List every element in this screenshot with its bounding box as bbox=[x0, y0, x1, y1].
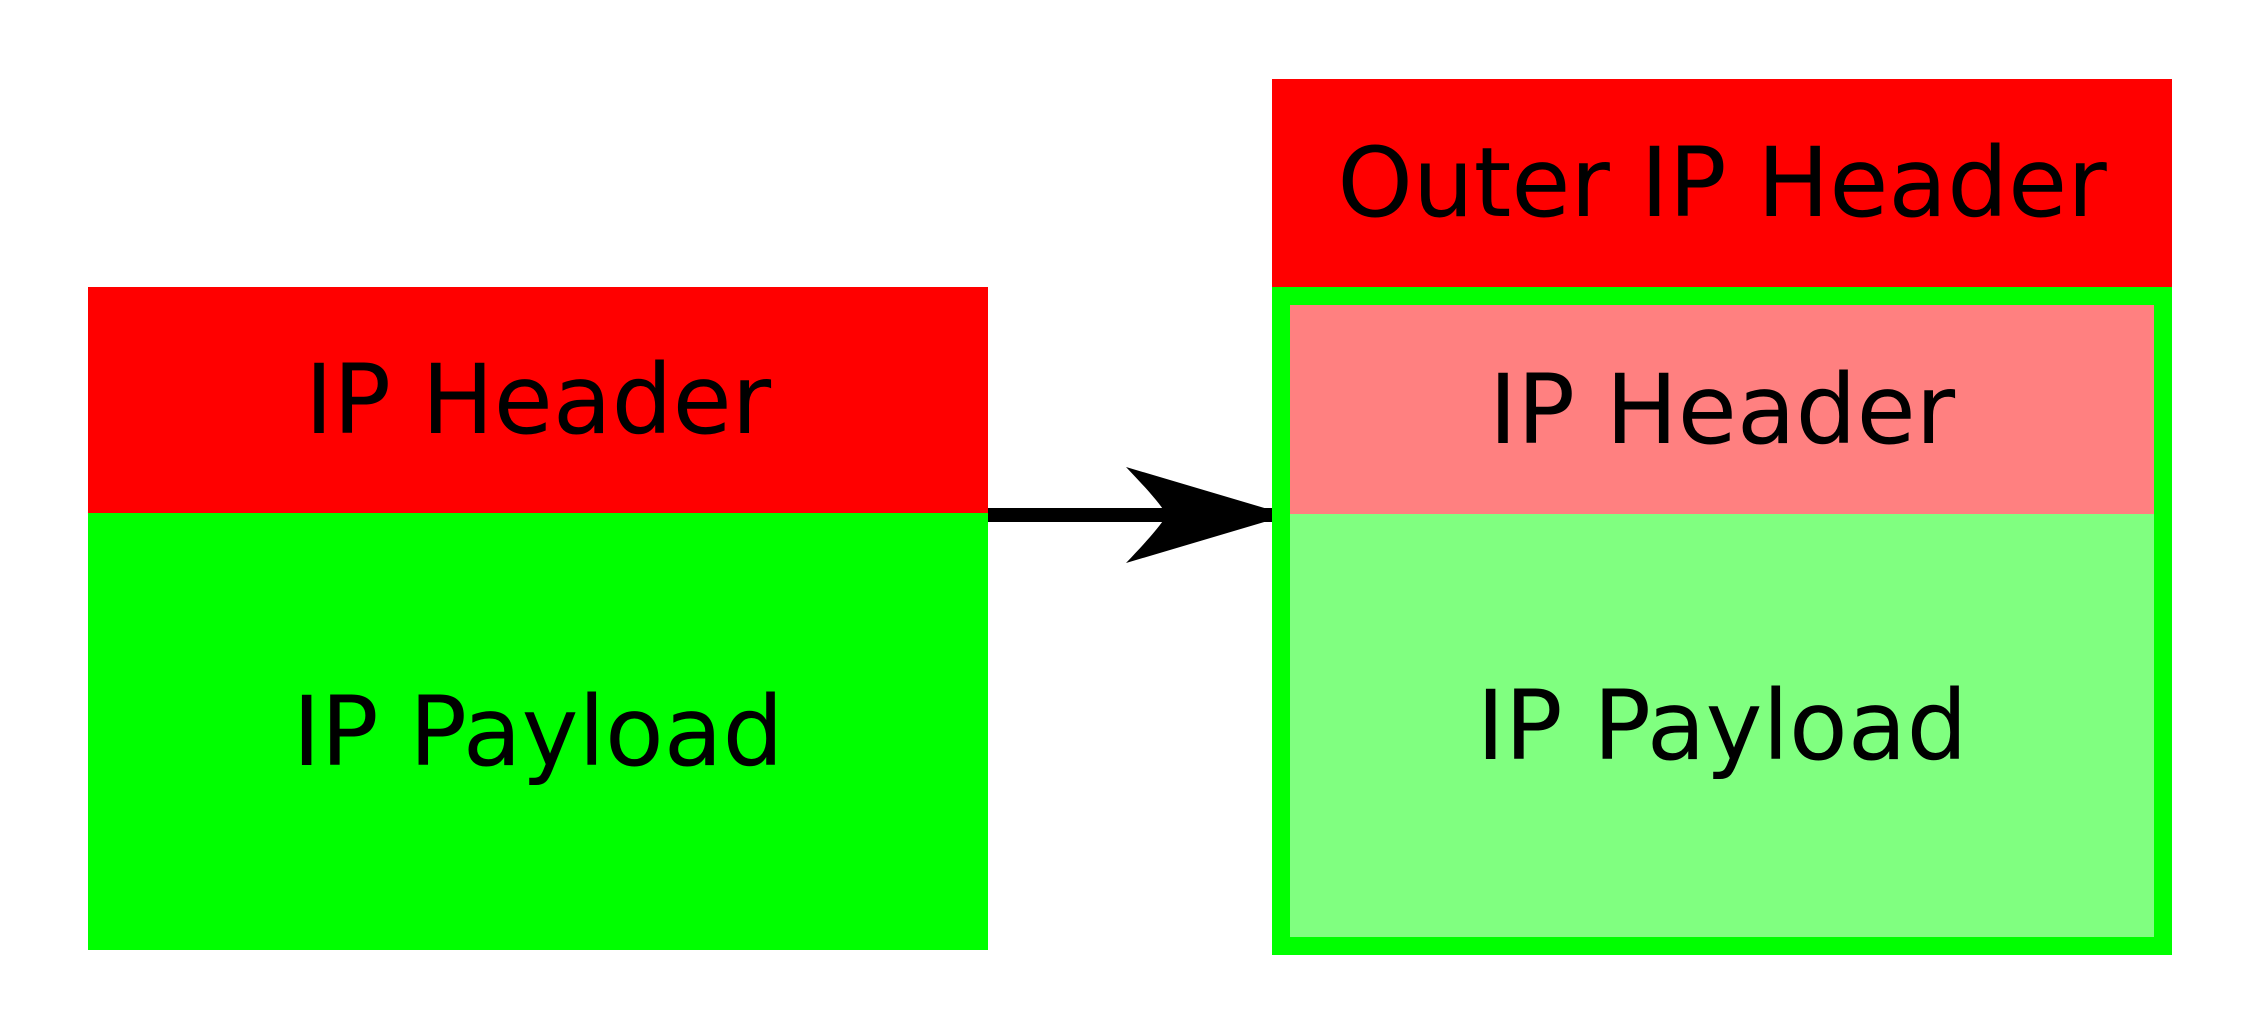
inner-ip-payload-label: IP Payload bbox=[1476, 669, 1968, 782]
inner-ip-payload-block: IP Payload bbox=[1290, 514, 2154, 937]
inner-ip-header-label: IP Header bbox=[1488, 353, 1956, 466]
outer-ip-header-label: Outer IP Header bbox=[1337, 127, 2107, 239]
tunnel-green-border: IP Header IP Payload bbox=[1272, 287, 2172, 955]
arrow-shaft bbox=[988, 508, 1278, 522]
original-ip-payload-label: IP Payload bbox=[292, 675, 784, 788]
arrow-head bbox=[1126, 467, 1288, 563]
original-ip-header-label: IP Header bbox=[304, 344, 772, 456]
outer-ip-header-block: Outer IP Header bbox=[1272, 79, 2172, 287]
original-ip-payload-block: IP Payload bbox=[88, 513, 988, 950]
original-ip-header-block: IP Header bbox=[88, 287, 988, 513]
inner-ip-header-block: IP Header bbox=[1290, 305, 2154, 514]
